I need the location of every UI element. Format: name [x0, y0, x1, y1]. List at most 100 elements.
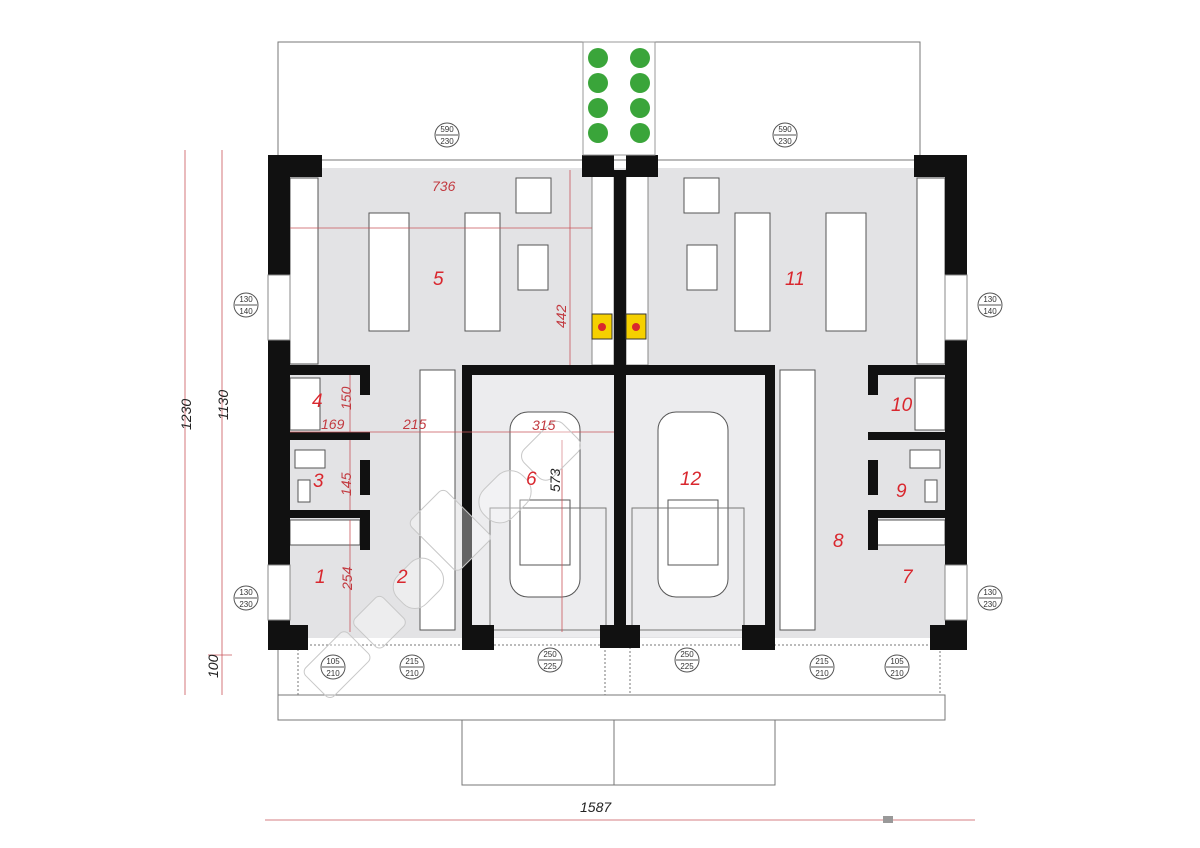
- plant-icon: [588, 98, 608, 118]
- dining-table: [368, 212, 410, 332]
- plant-icon: [630, 48, 650, 68]
- watermark-shape: [353, 595, 406, 649]
- opening-tag-height: 210: [326, 669, 340, 678]
- opening-tag-height: 210: [815, 669, 829, 678]
- coffee-table: [686, 244, 718, 291]
- wall: [765, 365, 775, 640]
- plant-icon: [588, 48, 608, 68]
- wall: [582, 155, 614, 177]
- wardrobe: [914, 377, 946, 431]
- room-label-1: 1: [315, 567, 326, 588]
- dim-room4-depth: 150: [338, 386, 354, 410]
- opening-tag-height: 225: [543, 662, 557, 671]
- opening-tag-width: 130: [983, 588, 997, 597]
- window: [267, 564, 291, 621]
- wall: [462, 365, 614, 375]
- opening-tag-width: 105: [890, 657, 904, 666]
- opening-tag-height: 230: [778, 137, 792, 146]
- staircase: [419, 369, 456, 631]
- watermark-shape: [478, 470, 532, 524]
- opening-tag-width: 105: [326, 657, 340, 666]
- wall: [626, 155, 658, 177]
- car-roof: [519, 499, 571, 566]
- room-dimensions: 736 442 150 169 215 315 145 573 254: [321, 178, 569, 591]
- car-roof: [667, 499, 719, 566]
- room-label-8: 8: [833, 531, 844, 552]
- wall: [290, 510, 370, 518]
- dim-total-depth: 1230: [178, 399, 194, 430]
- roof-line: [277, 694, 946, 721]
- opening-tag-width: 250: [680, 650, 694, 659]
- dim-building-depth: 1130: [215, 390, 231, 420]
- wall: [868, 365, 878, 395]
- opening-tag-height: 230: [440, 137, 454, 146]
- opening-tag-height: 225: [680, 662, 694, 671]
- toilet: [924, 479, 938, 503]
- wall: [930, 625, 967, 650]
- wall: [868, 510, 945, 518]
- wardrobe: [289, 519, 361, 546]
- wall: [600, 625, 614, 648]
- flame-icon: [632, 323, 640, 331]
- scale-marker: [883, 816, 893, 823]
- room-labels: 1 2 3 4 5 6 7 8 9 10 11 12: [312, 269, 914, 588]
- wall: [742, 625, 775, 650]
- plant-icon: [630, 73, 650, 93]
- wall: [626, 365, 775, 375]
- watermark-shape: [392, 557, 445, 610]
- wall: [290, 365, 370, 375]
- wall: [360, 510, 370, 550]
- armchair: [683, 177, 720, 214]
- coffee-table: [517, 244, 549, 291]
- kitchen-counter: [916, 177, 946, 365]
- opening-tag-width: 130: [983, 295, 997, 304]
- window: [267, 274, 291, 341]
- opening-tag-height: 230: [983, 600, 997, 609]
- opening-tag-height: 140: [983, 307, 997, 316]
- dim-room1-depth: 254: [339, 566, 355, 591]
- dim-garage-depth: 573: [547, 468, 563, 492]
- watermark-shape: [409, 489, 491, 571]
- sink: [294, 449, 326, 469]
- opening-tag-width: 590: [778, 125, 792, 134]
- room-label-10: 10: [891, 395, 913, 416]
- dim-garage-width: 315: [532, 417, 556, 433]
- dimension-lines: [184, 150, 975, 823]
- plant-icon: [630, 98, 650, 118]
- opening-tag-width: 215: [815, 657, 829, 666]
- plant-icon: [630, 123, 650, 143]
- wall: [868, 365, 945, 375]
- room-label-12: 12: [680, 469, 702, 490]
- sofa: [734, 212, 771, 332]
- opening-tag-height: 230: [239, 600, 253, 609]
- flame-icon: [598, 323, 606, 331]
- opening-tag-height: 140: [239, 307, 253, 316]
- opening-tag-height: 210: [890, 669, 904, 678]
- dim-total-width: 1587: [580, 799, 612, 815]
- wall: [614, 170, 626, 648]
- dim-room3-depth: 145: [338, 472, 354, 496]
- window: [944, 564, 968, 621]
- furniture: [289, 177, 946, 631]
- parking-outline: [631, 507, 745, 631]
- plant-icon: [588, 123, 608, 143]
- wall: [914, 155, 967, 177]
- wall: [268, 155, 322, 177]
- planter: [582, 41, 656, 156]
- wall: [868, 460, 878, 495]
- room-label-2: 2: [396, 567, 408, 588]
- room-label-9: 9: [896, 481, 907, 502]
- dim-living-depth: 442: [553, 304, 569, 328]
- dim-hall-width: 215: [402, 416, 427, 432]
- wall: [626, 625, 640, 648]
- wardrobe: [289, 377, 321, 431]
- plant-icon: [588, 73, 608, 93]
- sink: [909, 449, 941, 469]
- wardrobe: [874, 519, 946, 546]
- dining-table: [825, 212, 867, 332]
- wall: [268, 625, 308, 650]
- dim-living-width: 736: [432, 178, 456, 194]
- window: [944, 274, 968, 341]
- parking-outline: [489, 507, 607, 631]
